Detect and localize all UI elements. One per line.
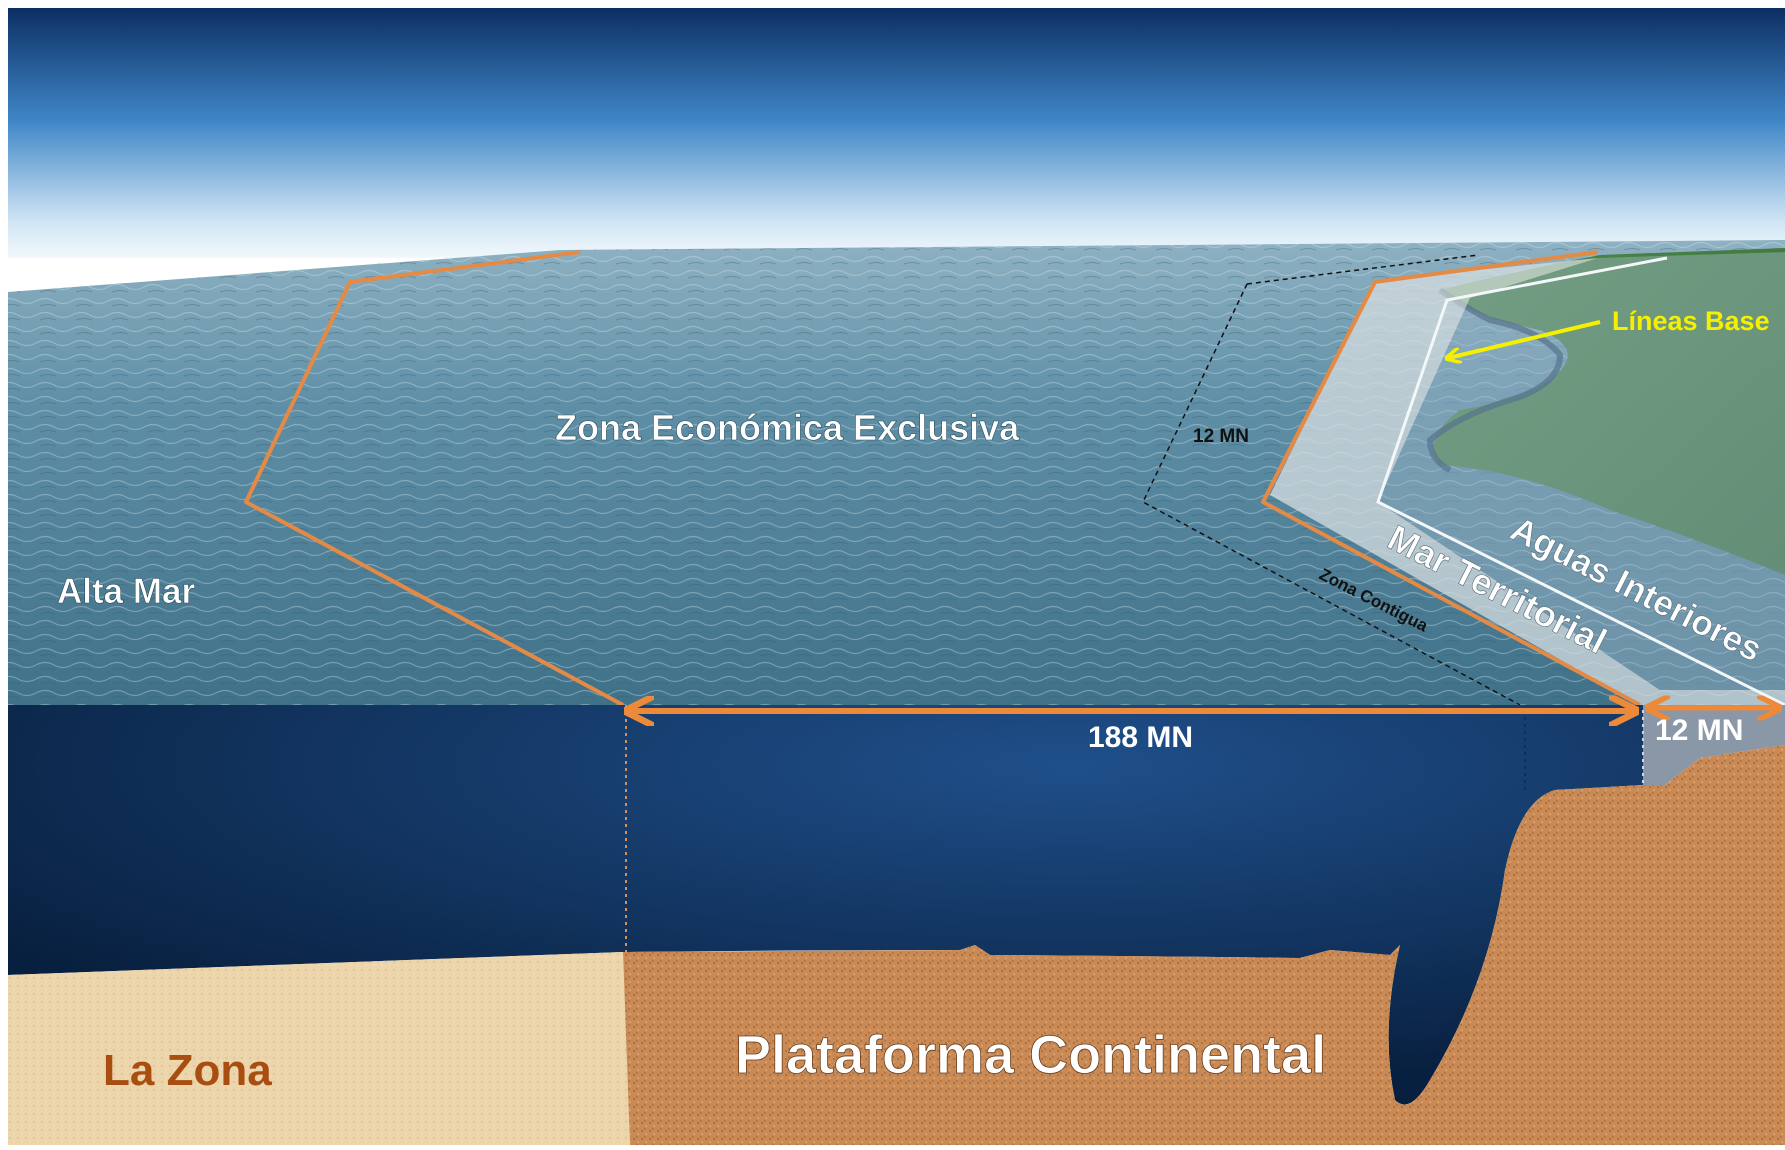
sky bbox=[8, 8, 1785, 258]
contiguous-distance-label: 12 MN bbox=[1193, 426, 1249, 447]
deep-water bbox=[8, 705, 1643, 1105]
area-seabed bbox=[8, 952, 630, 1145]
territorial-sea-outline bbox=[1261, 250, 1641, 707]
territorial-width-label: 12 MN bbox=[1655, 714, 1743, 747]
contiguous-zone-edge bbox=[1142, 283, 1521, 706]
eez-label: Zona Económica Exclusiva bbox=[555, 407, 1020, 448]
continental-shelf-seabed bbox=[623, 745, 1785, 1145]
high-seas-label: Alta Mar bbox=[57, 572, 195, 611]
eez-width-label: 188 MN bbox=[1088, 721, 1193, 754]
baselines-arrow bbox=[1448, 320, 1601, 358]
land bbox=[1433, 248, 1785, 575]
territorial-water-column bbox=[1643, 705, 1785, 785]
coastline bbox=[1426, 287, 1564, 473]
continental-shelf-label: Plataforma Continental bbox=[735, 1025, 1326, 1085]
internal-waters-band bbox=[1378, 252, 1785, 690]
baselines-label: Líneas Base bbox=[1612, 306, 1770, 336]
baseline-line bbox=[1376, 256, 1785, 707]
eez-outline bbox=[244, 250, 624, 707]
contiguous-zone-top bbox=[1246, 254, 1479, 285]
the-area-label: La Zona bbox=[103, 1046, 272, 1095]
territorial-sea-band bbox=[1270, 258, 1785, 705]
